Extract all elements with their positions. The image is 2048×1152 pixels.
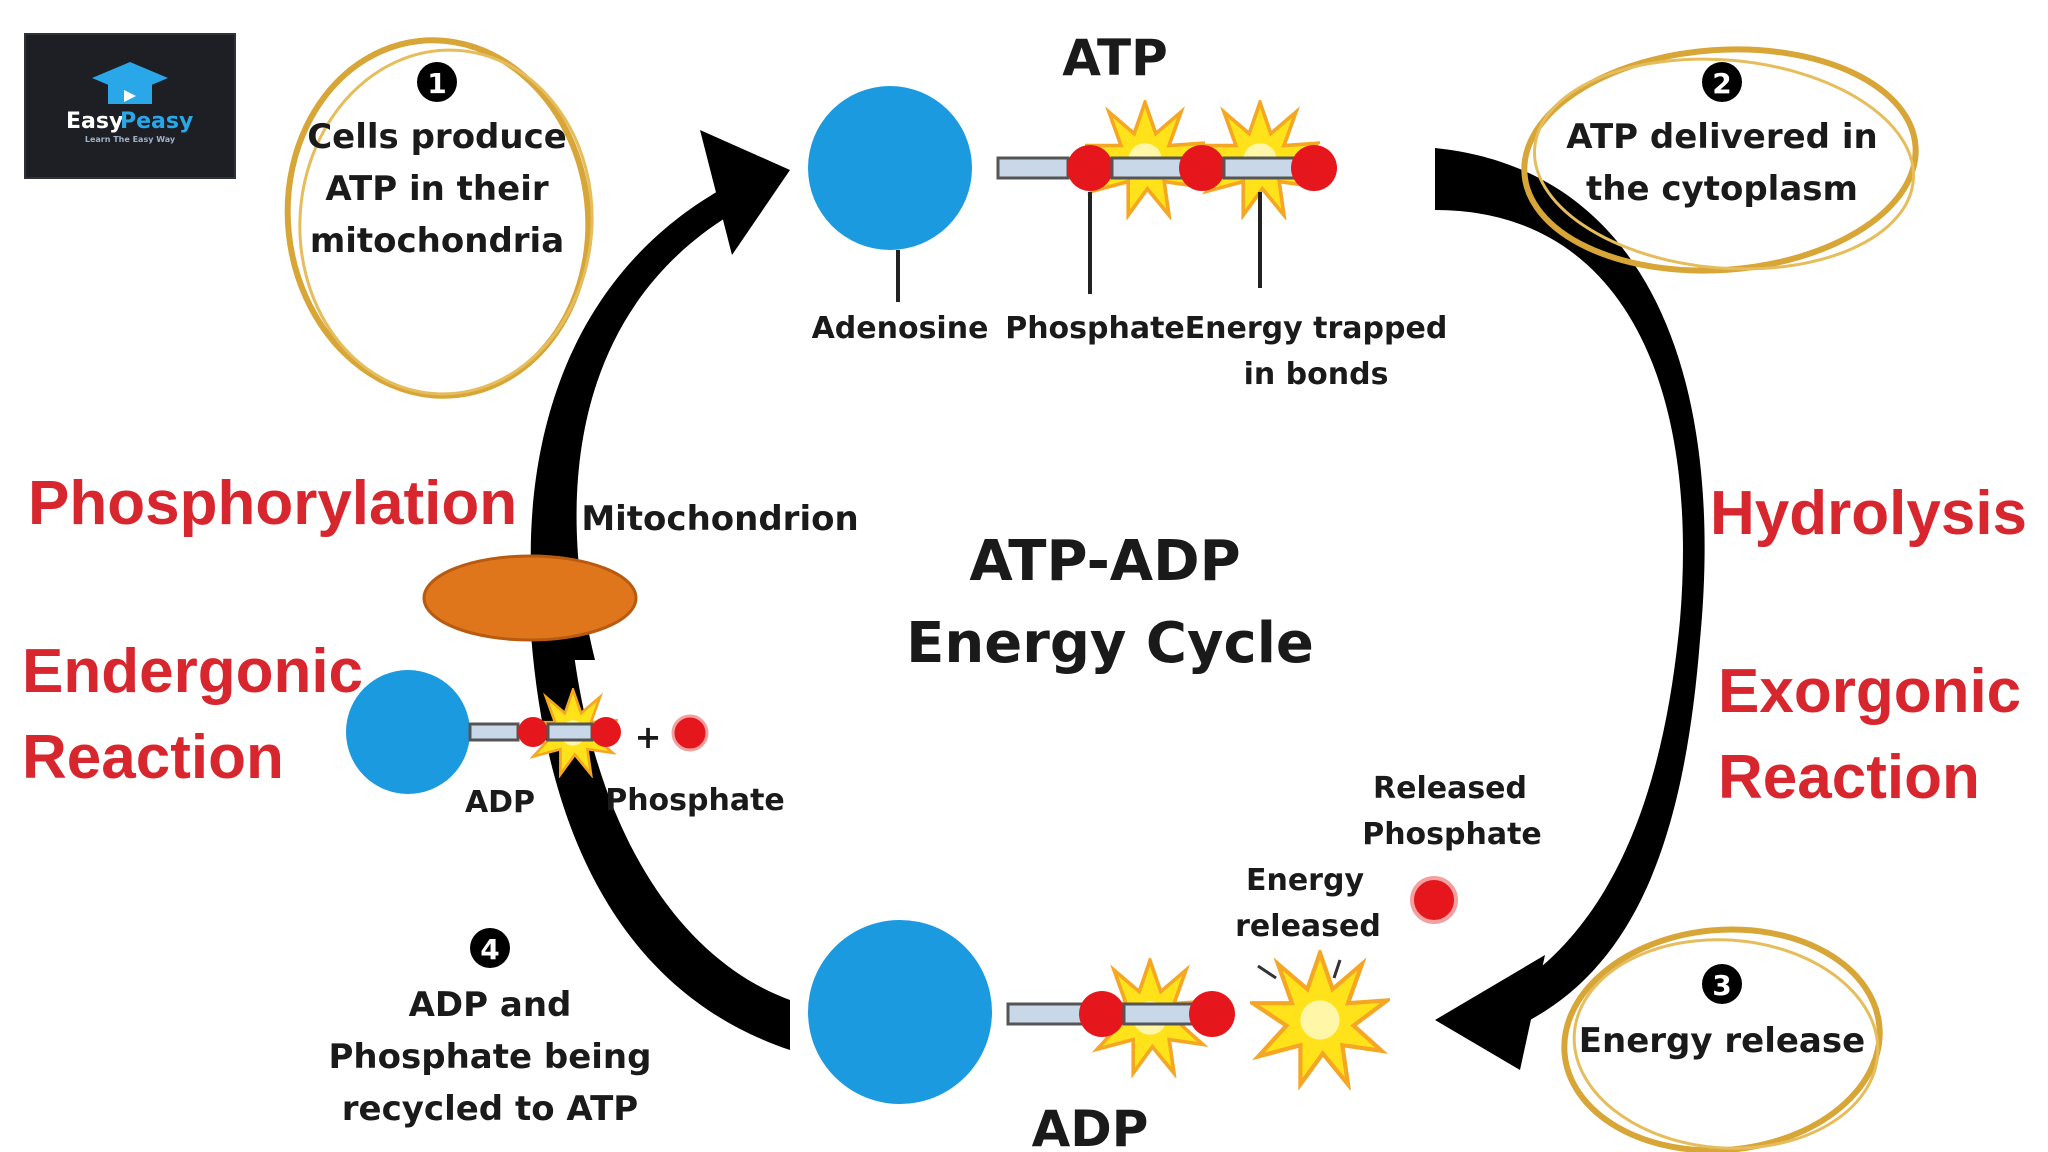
step-1: 1 Cells produce ATP in their mitochondri… xyxy=(284,37,594,399)
adp-heading: ADP xyxy=(1032,1100,1149,1152)
atp-molecule: ATP Adenosine Phosphate Energy trapped i… xyxy=(808,29,1447,392)
step-1-ring-inner xyxy=(298,48,594,396)
logo-brand-right: Peasy xyxy=(120,109,193,134)
atp-phosphate-3 xyxy=(1291,145,1337,191)
burst-spark-2 xyxy=(1332,959,1342,979)
atp-phosphate-2 xyxy=(1179,145,1225,191)
step-3-badge xyxy=(1702,964,1742,1004)
atp-phosphate-1 xyxy=(1067,145,1113,191)
logo-tagline: Learn The Easy Way xyxy=(85,135,176,144)
label-endergonic-2: Reaction xyxy=(22,723,284,792)
step-2-ring-inner xyxy=(1533,57,1915,271)
title-line-1: ATP-ADP xyxy=(969,529,1240,594)
label-mitochondrion: Mitochondrion xyxy=(581,499,858,539)
label-exergonic-1: Exorgonic xyxy=(1718,657,2021,726)
adp-left-phosphate-2 xyxy=(591,717,621,747)
adp-left-bond-2 xyxy=(546,722,594,742)
atp-bond-3 xyxy=(1222,156,1296,180)
title-line-2: Energy Cycle xyxy=(906,611,1314,676)
atp-adenosine xyxy=(808,86,972,250)
label-phosphate-small: Phosphate xyxy=(605,783,785,818)
step-1-badge xyxy=(417,62,457,102)
step-1-line-1: Cells produce xyxy=(307,117,567,157)
label-phosphorylation: Phosphorylation xyxy=(28,469,517,538)
step-4-line-1: ADP and xyxy=(409,985,572,1025)
label-adenosine: Adenosine xyxy=(812,311,989,346)
label-energy-released-2: released xyxy=(1235,909,1381,944)
label-phosphate: Phosphate xyxy=(1005,311,1185,346)
label-hydrolysis: Hydrolysis xyxy=(1710,479,2027,548)
adp-phosphate-2 xyxy=(1189,991,1235,1037)
label-energy-trapped-2: in bonds xyxy=(1244,357,1389,392)
atp-heading: ATP xyxy=(1062,29,1168,87)
step-2-line-1: ATP delivered in xyxy=(1566,117,1877,157)
adp-molecule: ADP xyxy=(808,920,1235,1152)
adp-left-adenosine xyxy=(346,670,470,794)
adp-bond-2 xyxy=(1122,1002,1196,1026)
arrow-head-right-down xyxy=(1435,955,1545,1070)
adp-adenosine xyxy=(808,920,992,1104)
energy-released-burst xyxy=(1253,953,1387,1085)
arrow-left-down xyxy=(530,620,790,1050)
arrow-head-left-up xyxy=(700,130,790,255)
logo-brand-left: Easy xyxy=(66,109,123,134)
adp-left-phosphate-1 xyxy=(518,717,548,747)
step-2-number: 2 xyxy=(1712,67,1731,100)
label-released-2: Phosphate xyxy=(1362,817,1542,852)
step-4-badge xyxy=(470,928,510,968)
step-3-line-1: Energy release xyxy=(1579,1021,1865,1061)
free-phosphate xyxy=(671,714,709,752)
step-4-line-3: recycled to ATP xyxy=(342,1089,638,1129)
left-side: Phosphorylation Endergonic Reaction Mito… xyxy=(22,469,859,820)
step-3-number: 3 xyxy=(1712,969,1731,1002)
label-energy-trapped-1: Energy trapped xyxy=(1185,311,1448,346)
label-released-1: Released xyxy=(1373,771,1527,806)
step-4: 4 ADP and Phosphate being recycled to AT… xyxy=(329,928,652,1129)
label-endergonic-1: Endergonic xyxy=(22,637,363,706)
cycle-arrows xyxy=(530,130,1705,1070)
step-1-line-2: ATP in their xyxy=(325,169,548,209)
right-side: Hydrolysis Exorgonic Reaction Released P… xyxy=(1235,479,2027,1084)
easypeasy-logo: Easy Peasy Learn The Easy Way xyxy=(24,33,236,179)
atp-bond-2 xyxy=(1110,156,1184,180)
step-2-line-2: the cytoplasm xyxy=(1586,169,1858,209)
step-3: 3 Energy release xyxy=(1561,926,1883,1152)
label-energy-released-1: Energy xyxy=(1246,863,1364,898)
step-4-number: 4 xyxy=(480,933,499,966)
step-4-line-2: Phosphate being xyxy=(329,1037,652,1077)
mitochondrion-shape xyxy=(422,554,638,642)
plus-sign: + xyxy=(635,718,662,756)
label-exergonic-2: Reaction xyxy=(1718,743,1980,812)
atp-bond-1 xyxy=(996,156,1070,180)
step-1-line-3: mitochondria xyxy=(310,221,564,261)
step-3-ring-inner xyxy=(1572,938,1880,1150)
label-adp-small: ADP xyxy=(465,785,535,820)
adp-bond-1 xyxy=(1006,1002,1086,1026)
arrow-right-down xyxy=(1435,148,1705,1020)
step-1-number: 1 xyxy=(427,67,446,100)
step-1-ring xyxy=(284,37,592,399)
step-2: 2 ATP delivered in the cytoplasm xyxy=(1521,46,1919,274)
burst-spark-1 xyxy=(1257,964,1277,980)
adp-phosphate-1 xyxy=(1079,991,1125,1037)
released-phosphate xyxy=(1410,876,1458,924)
graduation-cap-icon xyxy=(92,62,168,104)
adp-left-bond-1 xyxy=(468,722,520,742)
step-2-badge xyxy=(1702,62,1742,102)
center-title: ATP-ADP Energy Cycle xyxy=(906,529,1314,676)
